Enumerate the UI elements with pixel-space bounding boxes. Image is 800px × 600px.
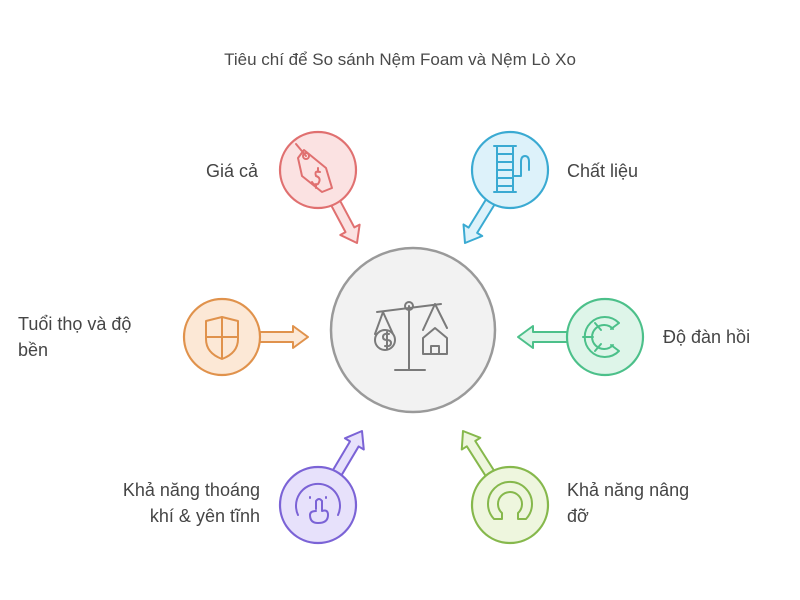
label-line: Giá cả: [205, 161, 258, 181]
center-node: [329, 246, 497, 414]
criterion-circle: [565, 297, 645, 377]
label-line: khí & yên tĩnh: [149, 506, 260, 526]
criterion-circle: [278, 465, 358, 545]
label-line: Khả năng nâng: [567, 480, 690, 500]
label-price: Giá cả: [206, 158, 258, 184]
criterion-breathability: [278, 430, 365, 545]
elastic-ring-icon: [582, 316, 620, 358]
criterion-durability: [182, 297, 309, 377]
criterion-price: [278, 130, 361, 244]
label-line: đỡ: [567, 506, 589, 526]
label-line: Độ đàn hồi: [663, 327, 751, 347]
label-breathability: Khả năng thoáng khí & yên tĩnh: [123, 477, 260, 529]
diagram-title: Tiêu chí để So sánh Nệm Foam và Nệm Lò X…: [224, 50, 576, 69]
label-material: Chất liệu: [567, 158, 638, 184]
criterion-support: [460, 430, 550, 545]
criterion-material: [462, 130, 550, 244]
support-arch-icon: [487, 480, 533, 520]
quiet-face-icon: [295, 482, 341, 524]
balance-scale-icon: [374, 301, 448, 371]
shield-icon: [205, 316, 239, 360]
label-line: Tuổi thọ và độ: [18, 314, 132, 334]
label-elasticity: Độ đàn hồi: [663, 324, 750, 350]
label-support: Khả năng nâng đỡ: [567, 477, 689, 529]
label-line: bền: [18, 340, 49, 360]
price-tag-icon: [295, 143, 333, 193]
label-durability: Tuổi thọ và độ bền: [18, 311, 131, 363]
criterion-elasticity: [517, 297, 645, 377]
label-line: Chất liệu: [567, 161, 639, 181]
label-line: Khả năng thoáng: [122, 480, 260, 500]
center-circle: [329, 246, 497, 414]
thread-spool-icon: [493, 145, 530, 193]
criterion-circle: [470, 465, 550, 545]
